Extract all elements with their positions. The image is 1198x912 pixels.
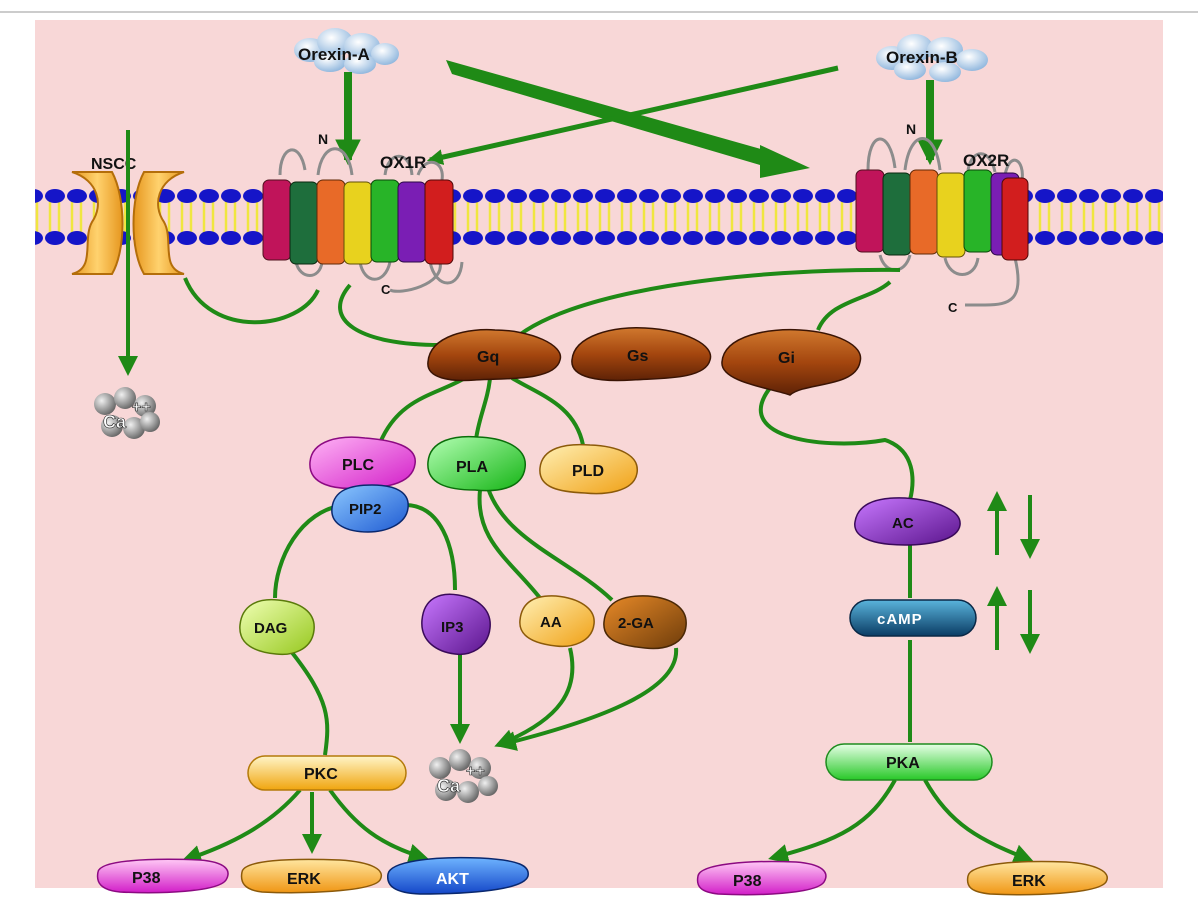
gs-label: Gs xyxy=(627,348,648,365)
pip2-to-ip3-link xyxy=(404,503,457,591)
calcium-left-charge: ++ xyxy=(132,399,151,416)
g-protein-gs: Gs xyxy=(571,326,712,382)
2ga-label: 2-GA xyxy=(618,615,654,632)
p38-right-kinase: P38 xyxy=(696,860,827,896)
pka-to-p38-right-arrow xyxy=(768,779,897,864)
erk-right-label: ERK xyxy=(1012,873,1046,890)
erk-right-kinase: ERK xyxy=(966,860,1108,896)
ox1r-label: OX1R xyxy=(380,153,426,172)
pkc-to-p38-left-arrow xyxy=(181,788,302,865)
plc-enzyme: PLC xyxy=(309,436,416,490)
2ga-messenger: 2-GA xyxy=(603,595,687,650)
orexin-a-label: Orexin-A xyxy=(298,45,370,64)
ox2r-n-terminal: N xyxy=(906,121,916,137)
akt-label: AKT xyxy=(436,871,469,888)
pka-to-erk-right-arrow xyxy=(923,779,1034,864)
ox1r-n-terminal: N xyxy=(318,131,328,147)
calcium-center-charge: ++ xyxy=(466,763,485,780)
camp-regulation-arrows xyxy=(987,586,1040,654)
nscc-to-ox1r-link xyxy=(183,277,320,325)
pla-to-2ga-link xyxy=(486,487,614,602)
dag-label: DAG xyxy=(254,620,287,637)
pka-label: PKA xyxy=(886,755,920,772)
akt-kinase: AKT xyxy=(387,856,529,895)
erk-left-label: ERK xyxy=(287,871,321,888)
gi-label: Gi xyxy=(778,350,795,367)
ox1r-to-gq-link xyxy=(338,283,441,347)
pla-enzyme: PLA xyxy=(427,435,526,492)
g-protein-gi: Gi xyxy=(721,328,862,396)
nscc-channel: NSCC xyxy=(71,156,185,275)
orexin-a-to-ox2r-arrowhead xyxy=(760,145,810,178)
calcium-ion-left: Ca ++ xyxy=(94,387,160,439)
calcium-left-label: Ca xyxy=(103,412,127,432)
gq-to-pla-link xyxy=(474,377,492,441)
ox2r-helices xyxy=(855,169,1029,261)
dag-messenger: DAG xyxy=(239,598,315,656)
ac-enzyme: AC xyxy=(854,497,961,546)
nscc-label: NSCC xyxy=(91,156,137,173)
dag-to-pkc-link xyxy=(288,648,330,756)
ox2r-to-gq-link xyxy=(506,267,901,347)
ox1r-helices xyxy=(262,179,454,265)
pla-label: PLA xyxy=(456,459,488,476)
ac-regulation-arrows xyxy=(987,491,1040,559)
pkc-kinase: PKC xyxy=(247,755,407,791)
pip2-molecule: PIP2 xyxy=(331,484,409,533)
aa-label: AA xyxy=(540,614,562,631)
ox1r-c-terminal: C xyxy=(381,282,391,297)
calcium-ion-center: Ca ++ xyxy=(429,749,498,803)
orexin-b-label: Orexin-B xyxy=(886,48,958,67)
orexin-b-ligand: Orexin-B xyxy=(876,34,988,82)
pip2-label: PIP2 xyxy=(349,501,382,518)
2ga-to-calcium-arrow xyxy=(496,647,679,751)
aa-messenger: AA xyxy=(519,595,595,648)
g-protein-gq: Gq xyxy=(427,328,562,382)
pka-kinase: PKA xyxy=(825,743,993,781)
calcium-center-label: Ca xyxy=(437,776,461,796)
orexin-a-to-ox2r-arrow xyxy=(446,60,775,168)
ip3-messenger: IP3 xyxy=(421,593,491,656)
gq-label: Gq xyxy=(477,349,499,366)
ip3-label: IP3 xyxy=(441,619,464,636)
ox2r-to-gi-link xyxy=(816,280,892,331)
p38-left-label: P38 xyxy=(132,870,161,887)
pla-to-aa-link xyxy=(477,489,542,600)
ox2r-receptor: N C OX2R xyxy=(855,121,1029,315)
ox2r-c-terminal: C xyxy=(948,300,958,315)
camp-messenger: cAMP xyxy=(849,599,977,637)
ligand-cross-arrows xyxy=(426,60,839,178)
orexin-b-to-ox1r-arrow xyxy=(426,65,839,165)
pld-label: PLD xyxy=(572,463,604,480)
orexin-a-ligand: Orexin-A xyxy=(294,28,399,74)
erk-left-kinase: ERK xyxy=(240,858,383,894)
p38-right-label: P38 xyxy=(733,873,762,890)
gi-to-ac-link xyxy=(759,386,915,501)
ox1r-receptor: N C OX1R xyxy=(262,131,464,297)
pld-enzyme: PLD xyxy=(539,443,638,495)
ox2r-label: OX2R xyxy=(963,151,1009,170)
camp-label: cAMP xyxy=(877,611,923,628)
gq-to-pld-link xyxy=(510,376,585,446)
pkc-label: PKC xyxy=(304,766,338,783)
plc-label: PLC xyxy=(342,457,374,474)
ac-label: AC xyxy=(892,515,914,532)
pip2-to-dag-link xyxy=(273,503,346,599)
p38-left-kinase: P38 xyxy=(96,858,229,894)
pkc-to-akt-arrow xyxy=(328,788,429,864)
